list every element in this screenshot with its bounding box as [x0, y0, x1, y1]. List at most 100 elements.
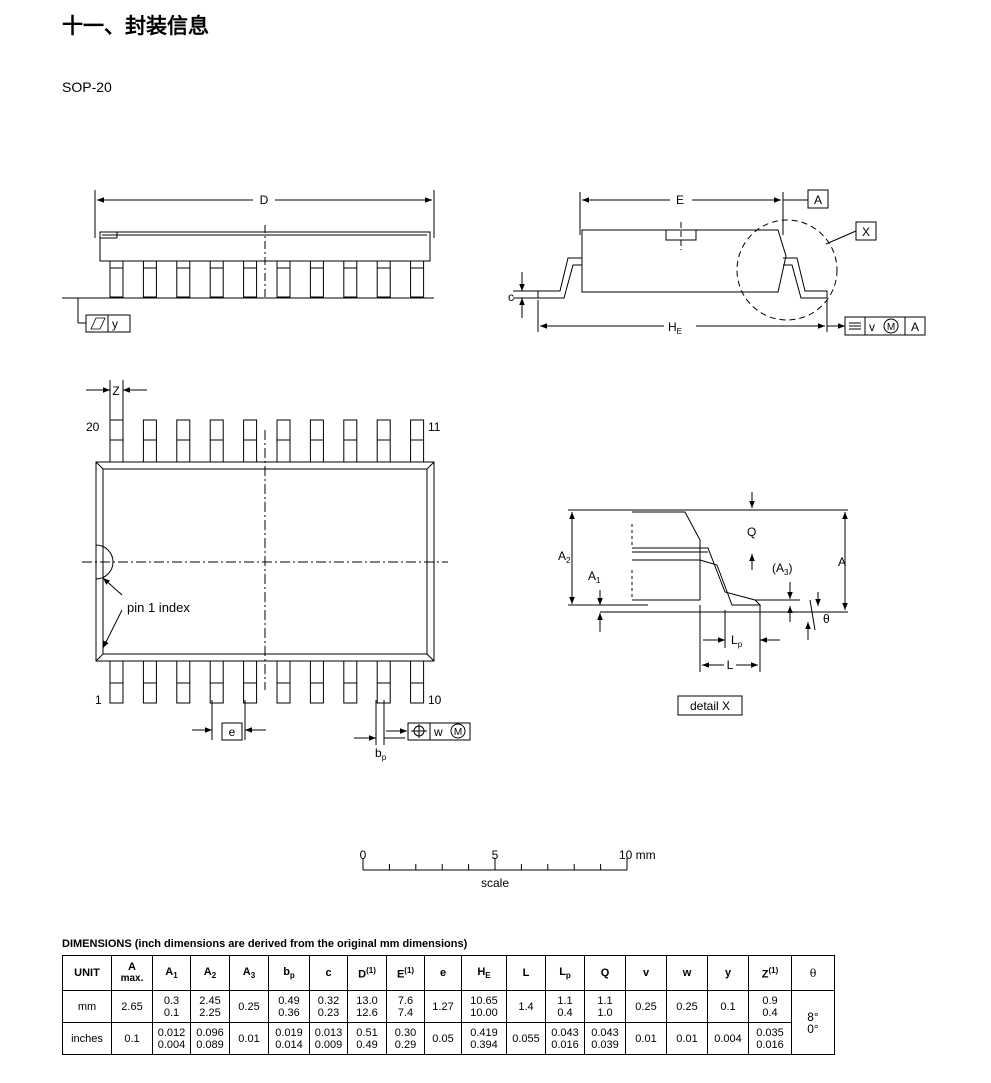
label-q: Q	[747, 525, 756, 539]
bottom-lead	[343, 660, 358, 704]
header-q: Q	[584, 955, 626, 991]
top-view: Z 20 11 1 10 pin 1 index e bp	[82, 380, 471, 762]
side-lead	[376, 261, 391, 298]
label-y: y	[112, 317, 118, 331]
scale-ten: 10 mm	[619, 848, 656, 862]
bottom-lead	[109, 660, 124, 704]
top-lead	[243, 419, 258, 463]
top-lead	[109, 419, 124, 463]
cell-a3: 0.25	[229, 990, 269, 1023]
label-e-pitch: e	[229, 725, 236, 739]
label-c: c	[508, 290, 514, 304]
label-a2: A2	[558, 549, 571, 565]
tol-mmc-2: M	[454, 727, 462, 738]
top-lead	[343, 419, 358, 463]
side-lead	[109, 261, 124, 298]
top-lead	[176, 419, 191, 463]
end-view: E A X c HE v M A	[508, 189, 926, 336]
top-lead	[309, 419, 324, 463]
scale-bar: 0 5 10 mm scale	[360, 848, 656, 890]
cell-unit: inches	[62, 1022, 112, 1055]
header-e-width: E(1)	[386, 955, 425, 991]
cell-a3: 0.01	[229, 1022, 269, 1055]
label-z: Z	[112, 384, 119, 398]
detail-x-view: A2 A1 A Q (A3) θ Lp L detail X	[558, 492, 848, 716]
label-lp: Lp	[731, 633, 743, 649]
side-lead	[309, 261, 324, 298]
top-lead	[376, 419, 391, 463]
cell-a: 0.1	[111, 1022, 153, 1055]
pin-10-label: 10	[428, 693, 442, 707]
cell-theta: 8°0°	[791, 990, 835, 1055]
cell-y: 0.004	[707, 1022, 749, 1055]
bottom-lead	[276, 660, 291, 704]
datum-a-box: A	[814, 193, 822, 207]
side-lead	[176, 261, 191, 298]
pin-11-label: 11	[428, 420, 441, 434]
label-he: HE	[668, 320, 682, 336]
cell-y: 0.1	[707, 990, 749, 1023]
tol-datum-a: A	[911, 320, 919, 334]
label-l: L	[727, 658, 734, 672]
detail-x-box: X	[862, 225, 870, 239]
label-a-height: A	[838, 555, 846, 569]
cell-e-pitch: 0.05	[424, 1022, 462, 1055]
scale-word: scale	[481, 876, 509, 890]
header-bp: bp	[268, 955, 310, 991]
top-lead	[410, 419, 425, 463]
cell-e-pitch: 1.27	[424, 990, 462, 1023]
side-lead	[276, 261, 291, 298]
header-c: c	[309, 955, 348, 991]
cell-v: 0.25	[625, 990, 667, 1023]
bottom-lead	[209, 660, 224, 704]
dimensions-caption: DIMENSIONS (inch dimensions are derived …	[62, 938, 468, 950]
cell-w: 0.01	[666, 1022, 708, 1055]
cell-v: 0.01	[625, 1022, 667, 1055]
side-view: D y	[62, 190, 435, 333]
tol-w: w	[433, 725, 443, 739]
cell-w: 0.25	[666, 990, 708, 1023]
header-v: v	[625, 955, 667, 991]
header-theta: θ	[791, 955, 835, 991]
header-a3: A3	[229, 955, 269, 991]
bottom-lead	[243, 660, 258, 704]
top-lead	[209, 419, 224, 463]
header-he: HE	[461, 955, 507, 991]
header-lp: Lp	[545, 955, 585, 991]
bottom-lead	[410, 660, 425, 704]
pin-20-label: 20	[86, 420, 100, 434]
header-z: Z(1)	[748, 955, 792, 991]
side-lead	[209, 261, 224, 298]
label-bp: bp	[375, 746, 387, 762]
header-d: D(1)	[347, 955, 387, 991]
label-a3: (A3)	[772, 561, 792, 577]
cell-unit: mm	[62, 990, 112, 1023]
pin-1-index-label: pin 1 index	[127, 600, 190, 615]
header-a2: A2	[190, 955, 230, 991]
side-lead	[410, 261, 425, 298]
bottom-lead	[376, 660, 391, 704]
tol-mmc-1: M	[887, 322, 895, 333]
bottom-lead	[176, 660, 191, 704]
scale-five: 5	[492, 848, 499, 862]
header-w: w	[666, 955, 708, 991]
bottom-lead	[142, 660, 157, 704]
header-y: y	[707, 955, 749, 991]
